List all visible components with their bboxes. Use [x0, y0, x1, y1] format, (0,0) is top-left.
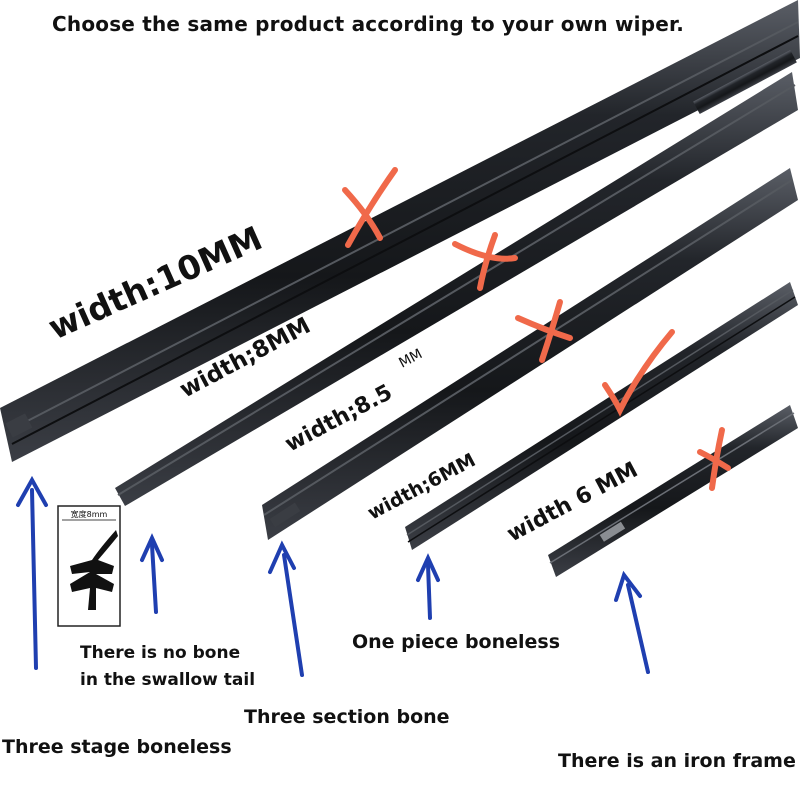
cross-mark-icon: [342, 167, 398, 248]
check-mark-icon: [602, 329, 675, 417]
caption-swallow-tail: There is no bone in the swallow tail: [80, 643, 256, 690]
caption-three-section-bone: Three section bone: [244, 706, 450, 728]
wiper-strip-8mm: width;8MM: [115, 49, 798, 506]
arrow-up-icon: [614, 570, 650, 674]
arrow-up-icon: [416, 553, 440, 620]
caption-three-stage-boneless: Three stage boneless: [2, 736, 232, 758]
wiper-strip-6mm-iron-frame: width 6 MM: [503, 405, 798, 577]
wiper-strip-10mm: width:10MM: [0, 0, 800, 462]
caption-one-piece-boneless: One piece boneless: [352, 631, 561, 653]
cross-mark-icon: [697, 427, 731, 491]
width-unit-8-5mm: MM: [396, 346, 425, 371]
caption-iron-frame: There is an iron frame: [558, 750, 796, 772]
cross-mark-icon: [452, 232, 518, 291]
arrow-up-icon: [16, 475, 48, 670]
page-heading: Choose the same product according to you…: [52, 12, 685, 36]
inset-label: 宽度8mm: [71, 509, 108, 519]
arrow-up-icon: [140, 533, 164, 614]
cross-section-inset: 宽度8mm: [57, 505, 121, 627]
cross-mark-icon: [515, 299, 573, 363]
arrow-up-icon: [268, 540, 304, 677]
